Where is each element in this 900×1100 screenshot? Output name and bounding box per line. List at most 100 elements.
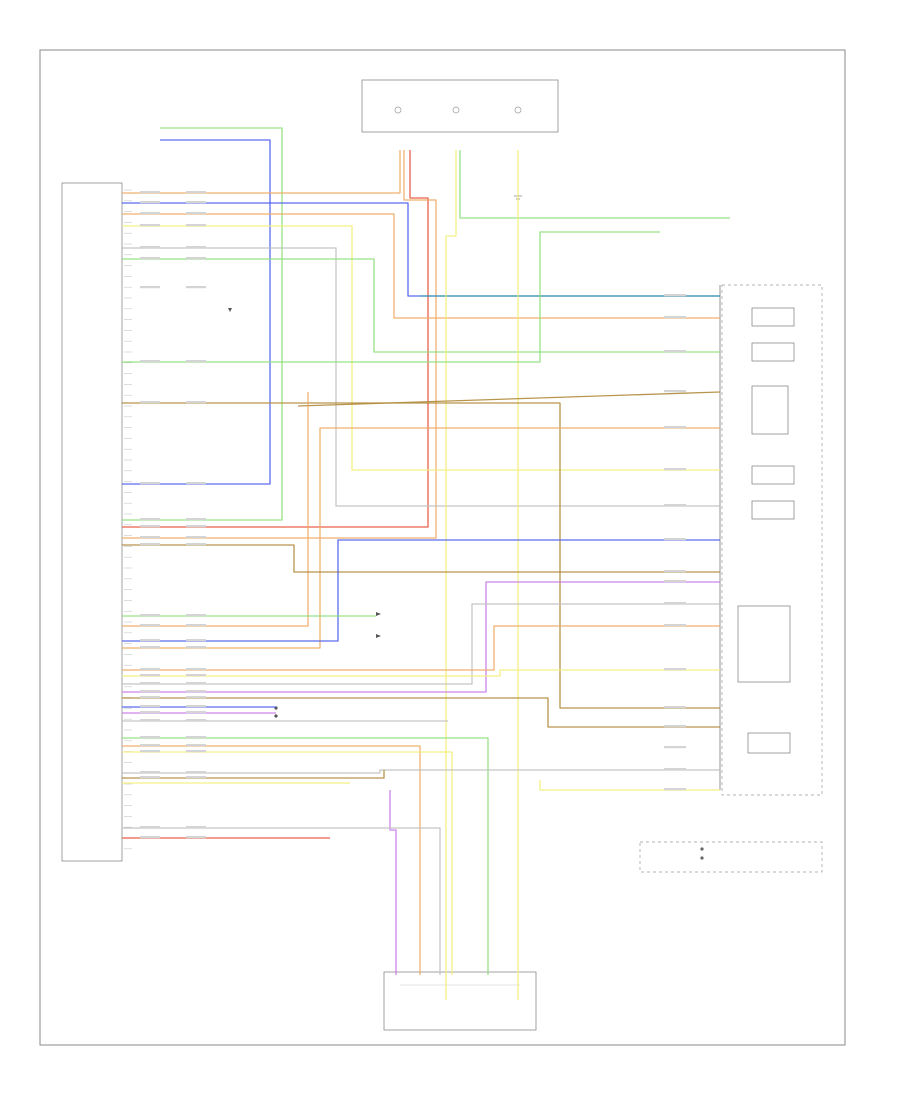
shift-solenoid-a xyxy=(751,307,795,327)
wire-label-placeholder xyxy=(186,246,206,249)
wire-label-placeholder xyxy=(186,257,206,260)
wire-label-placeholder xyxy=(140,696,160,699)
wire-label-placeholder xyxy=(186,536,206,539)
cluster-splice-2 xyxy=(700,856,704,860)
wire-orange-2 xyxy=(122,150,437,539)
wire-label-placeholder xyxy=(664,768,686,771)
wire-blue-3 xyxy=(122,539,720,642)
wire-label-placeholder xyxy=(664,468,686,471)
wire-gray-5 xyxy=(122,827,441,975)
transmission-connector xyxy=(719,284,823,796)
turbine-speed-sensor xyxy=(751,385,789,435)
wire-label-placeholder xyxy=(664,668,686,671)
wire-gray-4 xyxy=(122,769,720,774)
wire-label-placeholder xyxy=(140,668,160,671)
splice-dot-2 xyxy=(274,714,278,718)
wire-label-placeholder xyxy=(186,682,206,685)
wire-label-placeholder xyxy=(186,674,206,677)
wire-label-placeholder xyxy=(140,646,160,649)
wire-orange-1 xyxy=(122,150,401,194)
wire-label-placeholder xyxy=(664,706,686,709)
wire-label-placeholder xyxy=(140,836,160,839)
wire-brown-3 xyxy=(122,544,720,573)
wire-label-placeholder xyxy=(664,788,686,791)
diagram-frame xyxy=(39,49,846,1046)
wire-green-4 xyxy=(122,231,660,363)
wire-label-placeholder xyxy=(140,212,160,215)
wire-label-placeholder xyxy=(186,836,206,839)
wire-label-placeholder xyxy=(186,482,206,485)
shift-solenoid-c xyxy=(751,465,795,485)
wire-label-placeholder xyxy=(140,614,160,617)
arrow-3 xyxy=(228,308,232,312)
wire-brown-2 xyxy=(297,391,721,407)
arrow-1 xyxy=(376,612,381,616)
wire-brown-4 xyxy=(122,697,720,728)
wire-gray-2 xyxy=(122,603,720,685)
wire-label-placeholder xyxy=(186,736,206,739)
wire-label-placeholder xyxy=(186,201,206,204)
wire-label-placeholder xyxy=(140,744,160,747)
wire-orange-5 xyxy=(122,427,720,649)
wire-label-placeholder xyxy=(140,201,160,204)
wire-label-placeholder xyxy=(186,401,206,404)
wire-green-2 xyxy=(122,258,720,353)
fuse-2-symbol xyxy=(452,106,460,114)
wire-yellow-fuse xyxy=(445,150,457,1000)
wire-label-placeholder xyxy=(140,257,160,260)
wire-green-1 xyxy=(122,127,283,521)
wire-gray-1 xyxy=(122,247,720,507)
wire-label-placeholder xyxy=(186,776,206,779)
wire-label-placeholder xyxy=(186,191,206,194)
wire-label-placeholder xyxy=(664,580,686,583)
wire-label-placeholder xyxy=(664,350,686,353)
wire-label-placeholder xyxy=(664,624,686,627)
pressure-control-solenoid xyxy=(751,500,795,520)
wire-label-placeholder xyxy=(186,543,206,546)
transmission-range-sensor xyxy=(383,971,537,1031)
wire-label-placeholder xyxy=(140,536,160,539)
wire-label-placeholder xyxy=(186,696,206,699)
wire-green-3 xyxy=(459,150,730,219)
wire-yellow-1 xyxy=(122,225,720,471)
wire-label-placeholder xyxy=(186,224,206,227)
wire-label-placeholder xyxy=(664,570,686,573)
wire-label-placeholder xyxy=(664,602,686,605)
wire-label-placeholder xyxy=(664,746,686,749)
wire-label-placeholder xyxy=(140,224,160,227)
wire-label-placeholder xyxy=(140,639,160,642)
wire-label-placeholder xyxy=(140,826,160,829)
wire-label-placeholder xyxy=(664,390,686,393)
wire-label-placeholder xyxy=(186,518,206,521)
wire-label-placeholder xyxy=(140,719,160,722)
wire-label-placeholder xyxy=(186,639,206,642)
wire-label-placeholder xyxy=(664,426,686,429)
wire-label-placeholder xyxy=(140,750,160,753)
wire-label-placeholder xyxy=(140,690,160,693)
wire-label-placeholder xyxy=(140,401,160,404)
wire-label-placeholder xyxy=(664,294,686,297)
wire-label-placeholder xyxy=(140,482,160,485)
wire-label-placeholder xyxy=(140,286,160,289)
wire-green-6 xyxy=(122,737,489,975)
wire-label-placeholder xyxy=(186,744,206,747)
wire-label-placeholder xyxy=(140,776,160,779)
wire-label-placeholder xyxy=(186,360,206,363)
wire-label-placeholder xyxy=(186,705,206,708)
wire-label-placeholder xyxy=(140,518,160,521)
wire-label-ticks xyxy=(140,191,686,839)
wire-label-placeholder xyxy=(140,682,160,685)
wire-label-placeholder xyxy=(140,525,160,528)
wire-label-placeholder xyxy=(186,771,206,774)
stub-arrows xyxy=(228,308,381,718)
wire-label-placeholder xyxy=(186,826,206,829)
wire-label-placeholder xyxy=(664,538,686,541)
wire-label-placeholder xyxy=(186,624,206,627)
wire-blue-2 xyxy=(122,202,720,297)
wire-label-placeholder xyxy=(140,246,160,249)
wire-label-placeholder xyxy=(186,711,206,714)
wire-label-placeholder xyxy=(186,668,206,671)
wire-label-placeholder xyxy=(664,316,686,319)
wire-label-placeholder xyxy=(664,504,686,507)
wire-yellow-3 xyxy=(122,669,720,677)
